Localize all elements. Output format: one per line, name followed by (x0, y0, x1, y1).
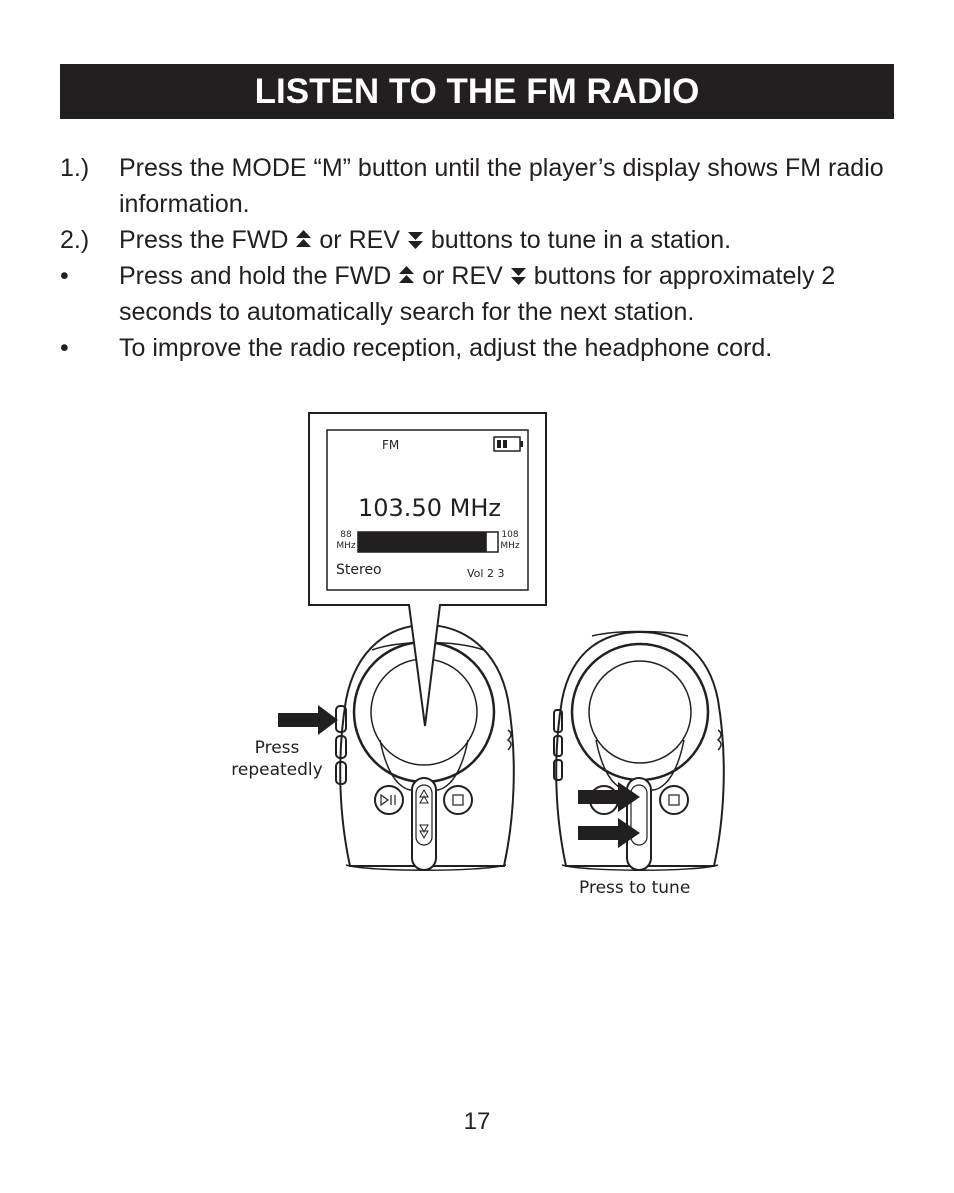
step-text-part: Press the FWD (119, 226, 289, 254)
page-number: 17 (463, 1108, 491, 1135)
arrow-rev-pointer (578, 818, 640, 848)
range-min-unit: MHz (336, 541, 356, 551)
bullet-marker: • (60, 262, 69, 290)
player-right (553, 630, 725, 871)
display-volume: Vol 2 3 (467, 567, 505, 580)
range-max: 108 MHz (499, 530, 521, 552)
stop-button[interactable] (659, 785, 689, 815)
play-pause-button[interactable] (374, 785, 404, 815)
step-marker: 2.) (60, 226, 90, 254)
step-text-part: buttons to tune in a station. (430, 226, 732, 254)
display-mode: Stereo (336, 562, 382, 578)
step-text: Press the FWD or REV buttons to tune in … (119, 222, 894, 258)
range-max-value: 108 (501, 530, 519, 540)
step-marker: 1.) (60, 154, 90, 182)
fwd-arrow-icon (296, 230, 312, 247)
title-bar: LISTEN TO THE FM RADIO (60, 64, 894, 119)
bullet-1: • Press and hold the FWD or REV buttons … (60, 258, 894, 330)
bullet-marker: • (60, 334, 69, 362)
step-text: To improve the radio reception, adjust t… (119, 334, 773, 362)
battery-icon (493, 436, 523, 452)
step-text-part: buttons for approximately 2 seconds to a… (119, 262, 836, 326)
display-band: FM (382, 438, 400, 452)
press-repeatedly-line-2: repeatedly (231, 760, 323, 780)
mode-button[interactable] (335, 705, 347, 733)
step-1: 1.) Press the MODE “M” button until the … (60, 150, 894, 222)
press-repeatedly-line-1: Press (254, 738, 300, 758)
player-left (335, 623, 515, 871)
press-repeatedly-label: Press repeatedly (222, 737, 332, 781)
step-text: Press and hold the FWD or REV buttons fo… (119, 258, 894, 330)
range-min: 88 MHz (336, 530, 356, 552)
fwd-arrow-icon (399, 266, 415, 283)
instruction-list: 1.) Press the MODE “M” button until the … (60, 150, 894, 366)
fwd-rev-button[interactable] (626, 777, 652, 871)
range-max-unit: MHz (500, 541, 520, 551)
tuning-bar (357, 531, 499, 553)
arrow-mode-pointer (278, 705, 338, 735)
step-2: 2.) Press the FWD or REV buttons to tune… (60, 222, 894, 258)
step-text: Press the MODE “M” button until the play… (119, 154, 884, 218)
range-min-value: 88 (340, 530, 352, 540)
step-text-part: or REV (422, 262, 503, 290)
step-text-part: Press and hold the FWD (119, 262, 392, 290)
page-title: LISTEN TO THE FM RADIO (254, 71, 700, 111)
tuning-bar-fill (358, 532, 487, 552)
stop-button[interactable] (443, 785, 473, 815)
rev-arrow-icon (510, 268, 526, 285)
step-text-part: or REV (319, 226, 400, 254)
rev-arrow-icon (407, 232, 423, 249)
display-frequency: 103.50 MHz (358, 494, 501, 522)
bullet-2: • To improve the radio reception, adjust… (60, 330, 894, 366)
press-to-tune-label: Press to tune (579, 878, 691, 898)
arrow-fwd-pointer (578, 782, 640, 812)
